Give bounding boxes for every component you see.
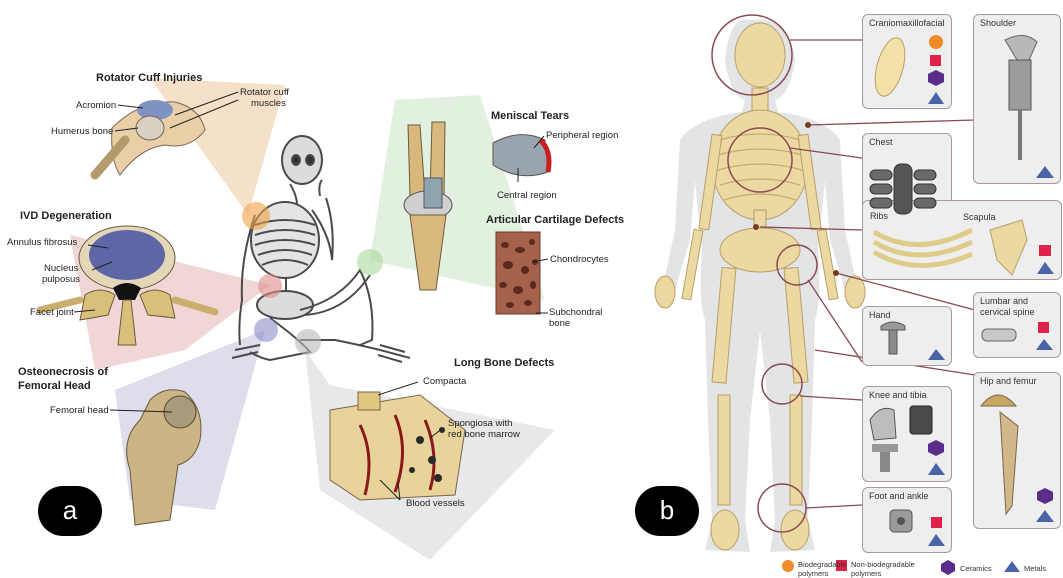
panel-b-letter: b [635, 486, 699, 536]
legend-bio-2: polymers [798, 569, 828, 578]
legend-metals: Metals [1024, 564, 1046, 573]
legend-nonbio-1: Non-biodegradable [851, 560, 915, 569]
legend-bio-1: Biodegradable [798, 560, 846, 569]
legend-ceramics: Ceramics [960, 564, 992, 573]
legend-nonbio-2: polymers [851, 569, 881, 578]
